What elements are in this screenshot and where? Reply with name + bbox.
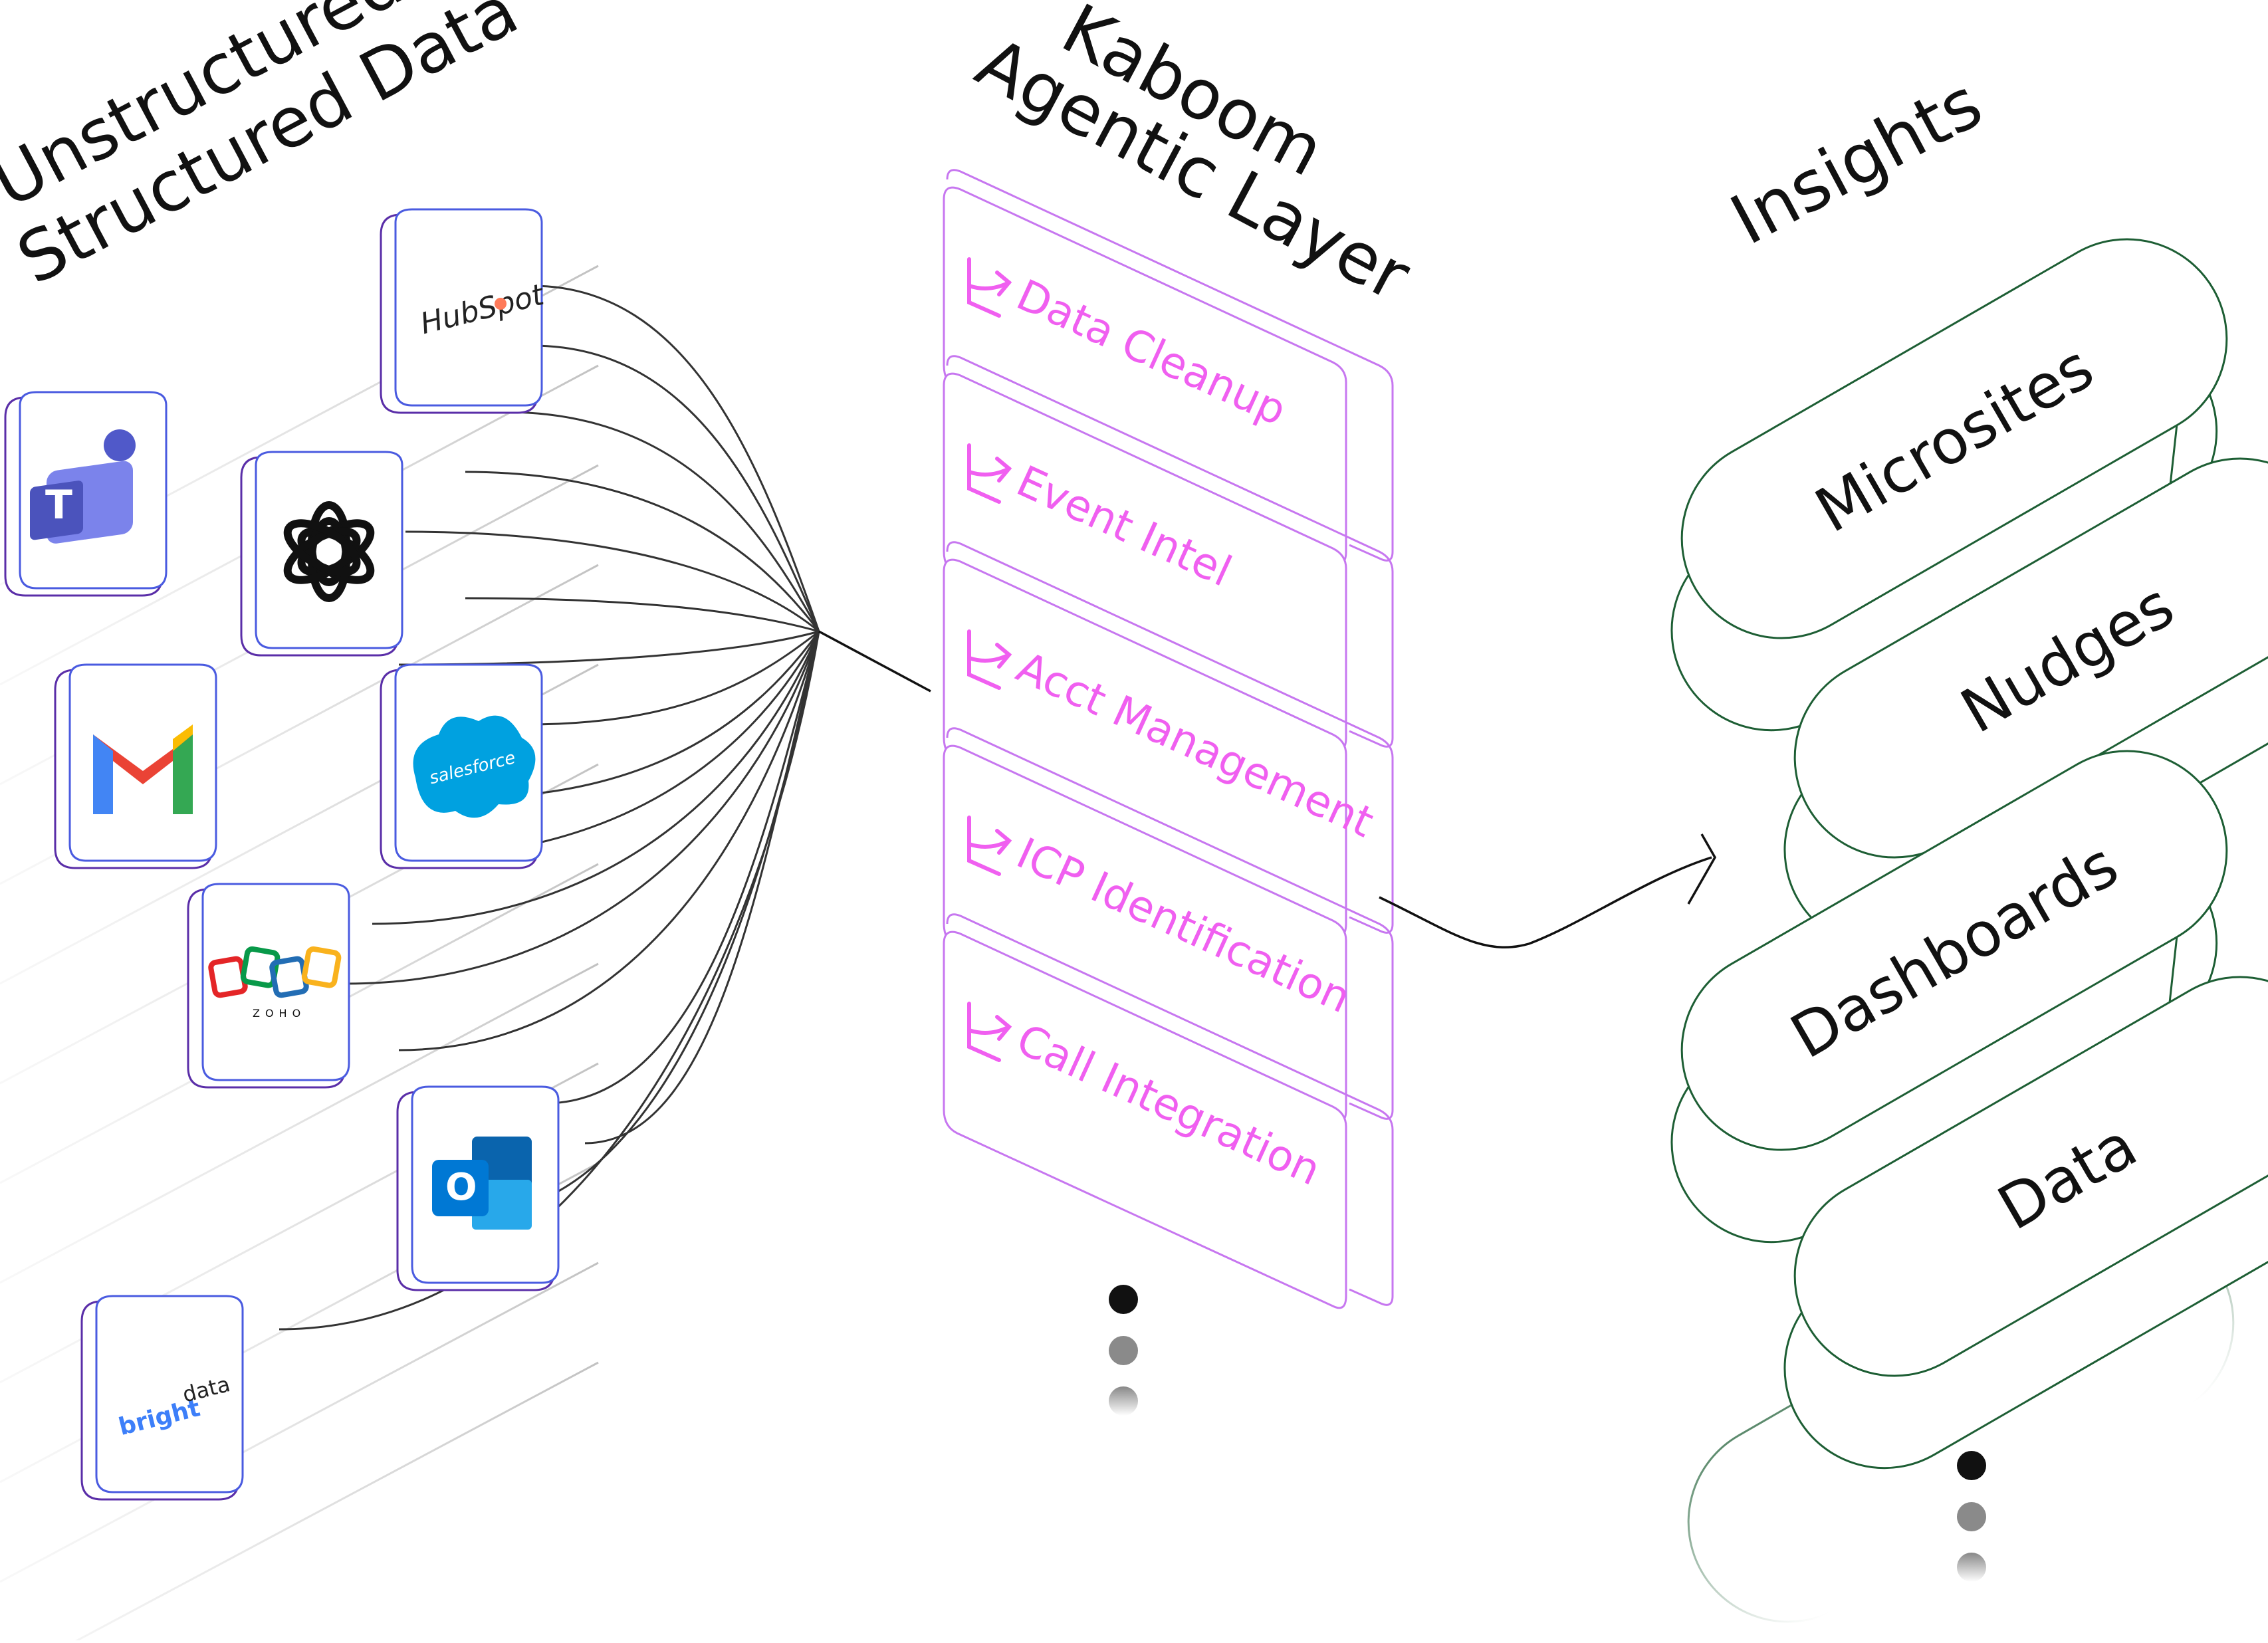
rail-line [0,1261,599,1583]
connector-curve [372,631,820,925]
microsoft-teams-icon: T [30,429,136,544]
more-dot [1957,1502,1986,1531]
workflow-arrow-icon [967,257,1012,318]
outlook-icon: O [432,1137,532,1230]
teams-letter: T [45,482,72,528]
connector-curve [345,631,820,985]
source-connectors [279,284,931,1331]
tile-face [255,451,403,649]
more-dot [1957,1451,1986,1480]
source-tile-outlook[interactable]: O [396,1085,560,1291]
insight-capsule-3[interactable]: Dashboards [1598,714,2268,1278]
connector-curve [465,471,820,632]
gmail-icon [93,724,193,814]
source-tile-teams[interactable]: T [4,391,168,597]
more-dot [1109,1386,1138,1416]
flow-arrow-head [1687,833,1717,905]
rail-line [70,1361,599,1643]
source-tile-salesforce[interactable]: salesforce [380,663,543,869]
more-dot [1109,1285,1138,1314]
agentic-layer-2[interactable]: Event Intel [943,355,1394,751]
agentic-layer-ghost [943,1130,1394,1456]
flow-arrow-line [1379,856,1712,949]
more-dot [1109,1336,1138,1365]
connector-curve [405,530,820,633]
source-tile-zoho[interactable]: ZOHO [187,883,350,1089]
rail-line [0,962,599,1284]
agentic-more-dots [1109,1285,1138,1416]
source-tile-gmail[interactable] [54,663,217,869]
tile-face [95,1295,244,1493]
insight-capsule-4[interactable]: Data [1711,940,2268,1504]
outlook-letter: O [445,1166,477,1209]
insight-capsule-1[interactable]: Microsites [1598,203,2268,766]
connector-curve [584,631,820,1145]
workflow-arrow-icon [967,816,1012,876]
zoho-icon: ZOHO [208,946,342,1020]
workflow-arrow-icon [967,443,1012,504]
hub-connector [818,630,931,693]
connector-curve [524,630,820,726]
connector-curve [398,631,820,1051]
flow-arrow [1379,833,1717,949]
connector-curve [505,411,820,632]
insight-capsule-2[interactable]: Nudges [1711,422,2268,986]
workflow-arrow-icon [967,1002,1012,1062]
insights-heading: Insights [1718,62,1994,261]
agentic-layer-5[interactable]: Call Integration [943,913,1394,1309]
tile-face [68,663,217,862]
connector-curve [531,344,820,632]
insights-heading-text: Insights [1718,62,1994,261]
more-dot [1957,1553,1986,1582]
connector-curve [279,631,820,1331]
zoho-wordmark: ZOHO [253,1007,306,1020]
connector-curve [465,597,820,633]
agentic-layer-1[interactable]: Data Cleanup [943,169,1394,565]
tile-face [394,208,543,407]
source-tile-hubspot[interactable]: HubSpot [380,208,548,414]
openai-icon [283,501,375,602]
connector-curve [398,630,820,666]
insights-more-dots [1957,1451,1986,1582]
salesforce-icon: salesforce [413,715,536,818]
workflow-arrow-icon [967,629,1012,690]
source-tile-openai[interactable] [240,451,403,657]
connector-curve [531,284,820,632]
connector-curve [544,631,820,1105]
